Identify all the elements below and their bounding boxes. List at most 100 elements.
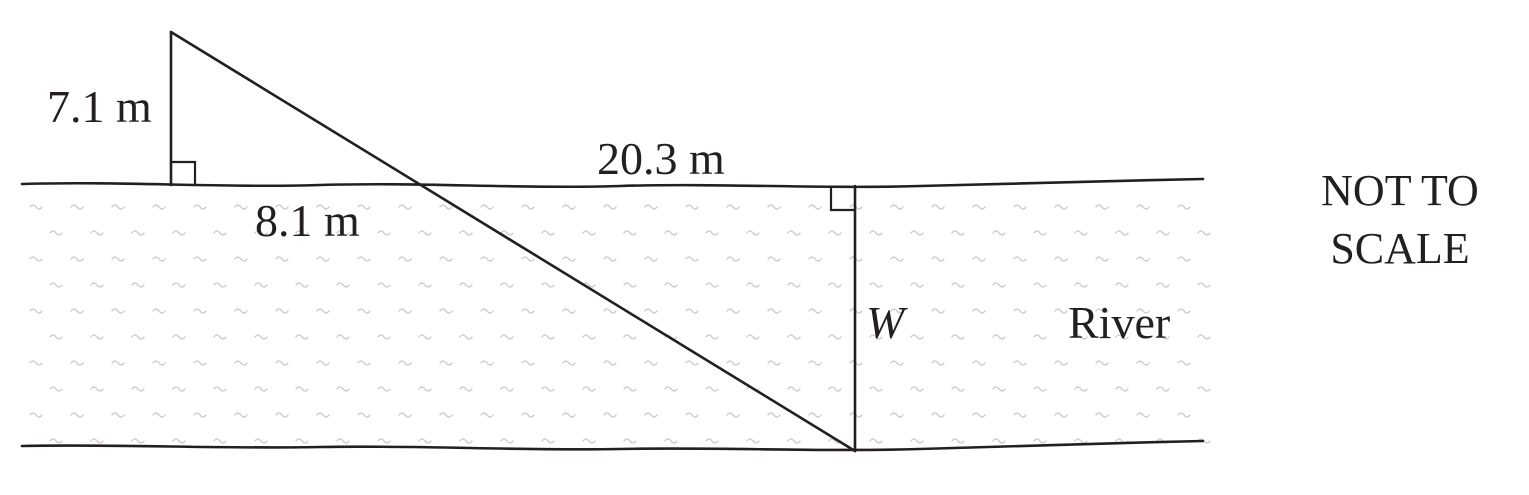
- water-wave-mark: [152, 256, 166, 262]
- water-wave-mark: [541, 386, 555, 392]
- water-wave-mark: [746, 230, 760, 236]
- water-wave-mark: [931, 412, 945, 418]
- water-wave-mark: [1177, 412, 1191, 418]
- water-wave-mark: [910, 438, 924, 444]
- water-wave-mark: [1156, 386, 1170, 392]
- river-label: River: [1068, 297, 1170, 348]
- water-wave-mark: [70, 308, 84, 314]
- water-wave-mark: [500, 386, 514, 392]
- water-wave-mark: [459, 230, 473, 236]
- water-wave-mark: [275, 412, 289, 418]
- water-wave-mark: [644, 308, 658, 314]
- water-wave-mark: [377, 438, 391, 444]
- water-wave-mark: [1074, 334, 1088, 340]
- water-wave-mark: [49, 386, 63, 392]
- water-wave-mark: [1115, 230, 1129, 236]
- water-wave-mark: [316, 256, 330, 262]
- water-wave-mark: [869, 230, 883, 236]
- right-angle-marker-pole: [171, 160, 197, 185]
- water-wave-mark: [49, 334, 63, 340]
- water-wave-mark: [29, 204, 43, 210]
- water-wave-mark: [377, 334, 391, 340]
- water-wave-mark: [193, 412, 207, 418]
- water-wave-mark: [623, 334, 637, 340]
- water-wave-mark: [992, 230, 1006, 236]
- water-wave-mark: [869, 334, 883, 340]
- water-wave-mark: [336, 282, 350, 288]
- water-wave-mark: [1197, 334, 1211, 340]
- water-wave-mark: [111, 360, 125, 366]
- water-wave-mark: [234, 256, 248, 262]
- water-wave-mark: [357, 412, 371, 418]
- water-wave-mark: [295, 386, 309, 392]
- water-wave-mark: [70, 204, 84, 210]
- water-wave-mark: [1033, 386, 1047, 392]
- water-wave-mark: [275, 360, 289, 366]
- water-wave-mark: [869, 438, 883, 444]
- water-wave-mark: [1115, 386, 1129, 392]
- water-wave-mark: [623, 282, 637, 288]
- water-wave-mark: [808, 256, 822, 262]
- water-wave-mark: [418, 334, 432, 340]
- water-wave-mark: [398, 256, 412, 262]
- water-wave-mark: [1013, 204, 1027, 210]
- water-wave-mark: [295, 438, 309, 444]
- water-wave-mark: [418, 230, 432, 236]
- water-wave-mark: [521, 256, 535, 262]
- water-wave-mark: [275, 256, 289, 262]
- water-wave-mark: [1197, 230, 1211, 236]
- water-wave-mark: [582, 230, 596, 236]
- water-wave-mark: [172, 230, 186, 236]
- water-wave-mark: [623, 230, 637, 236]
- water-wave-mark: [951, 438, 965, 444]
- water-wave-mark: [70, 412, 84, 418]
- water-wave-mark: [295, 230, 309, 236]
- water-wave-mark: [890, 308, 904, 314]
- water-wave-mark: [172, 438, 186, 444]
- water-wave-mark: [746, 282, 760, 288]
- water-wave-mark: [1156, 334, 1170, 340]
- water-wave-mark: [213, 282, 227, 288]
- water-wave-mark: [193, 256, 207, 262]
- water-wave-mark: [29, 412, 43, 418]
- water-wave-mark: [1095, 360, 1109, 366]
- water-wave-mark: [1177, 256, 1191, 262]
- water-wave-mark: [439, 360, 453, 366]
- water-wave-mark: [623, 386, 637, 392]
- water-wave-mark: [726, 360, 740, 366]
- water-wave-mark: [152, 412, 166, 418]
- water-wave-mark: [275, 204, 289, 210]
- water-wave-mark: [131, 438, 145, 444]
- water-wave-mark: [131, 230, 145, 236]
- water-wave-mark: [1115, 334, 1129, 340]
- water-wave-mark: [459, 282, 473, 288]
- water-wave-mark: [336, 334, 350, 340]
- water-wave-mark: [336, 386, 350, 392]
- not-to-scale-note-line2: SCALE: [1330, 224, 1469, 273]
- water-wave-mark: [1054, 412, 1068, 418]
- water-wave-mark: [459, 334, 473, 340]
- water-wave-mark: [1095, 256, 1109, 262]
- water-wave-mark: [152, 308, 166, 314]
- water-wave-mark: [808, 308, 822, 314]
- water-wave-mark: [377, 230, 391, 236]
- water-wave-mark: [439, 412, 453, 418]
- not-to-scale-note-line1: NOT TO: [1321, 166, 1479, 215]
- water-wave-mark: [582, 334, 596, 340]
- water-wave-mark: [644, 256, 658, 262]
- water-wave-mark: [234, 360, 248, 366]
- water-wave-mark: [1177, 308, 1191, 314]
- water-wave-mark: [562, 308, 576, 314]
- water-wave-mark: [890, 204, 904, 210]
- water-wave-mark: [357, 204, 371, 210]
- water-wave-mark: [254, 334, 268, 340]
- water-wave-mark: [582, 438, 596, 444]
- water-wave-mark: [213, 230, 227, 236]
- water-wave-mark: [295, 282, 309, 288]
- water-wave-mark: [459, 438, 473, 444]
- water-wave-mark: [931, 204, 945, 210]
- water-wave-mark: [459, 386, 473, 392]
- water-wave-mark: [1054, 256, 1068, 262]
- water-wave-mark: [705, 282, 719, 288]
- water-wave-mark: [1136, 412, 1150, 418]
